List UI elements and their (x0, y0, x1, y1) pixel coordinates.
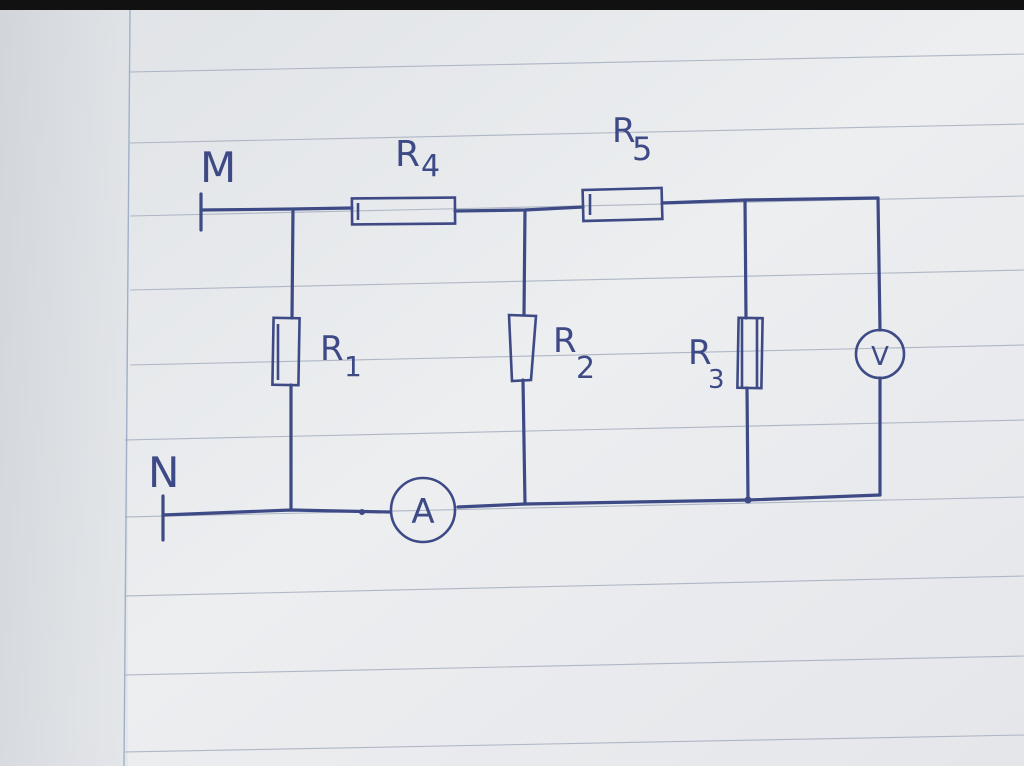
r4-subscript: 4 (421, 149, 440, 184)
wire-r3-top (743, 198, 748, 320)
r3-subscript: 3 (708, 365, 725, 395)
paper-background (0, 10, 1024, 766)
paper-left-shade (0, 10, 128, 766)
wire-r2-bottom (521, 378, 527, 506)
r1-subscript: 1 (344, 350, 362, 383)
r2-letter: R (553, 321, 577, 361)
r4-letter: R (395, 134, 420, 175)
resistor-r1 (271, 316, 301, 387)
r5-letter: R (612, 111, 636, 151)
terminal-m-label: M (200, 143, 236, 192)
resistor-r5 (581, 186, 664, 223)
ammeter-label: A (411, 492, 434, 532)
wire-r3-bottom (745, 386, 750, 502)
margin-line (123, 9, 131, 766)
label-r4: R 4 (395, 134, 440, 184)
label-r2: R 2 (553, 321, 595, 386)
wire-bottom-left (161, 508, 392, 517)
r2-subscript: 2 (576, 351, 595, 386)
junction-dot (744, 496, 752, 504)
voltmeter-circle (854, 328, 906, 380)
r3-letter: R (688, 333, 712, 373)
circuit-wires (161, 192, 882, 542)
top-dark-strip (0, 0, 1024, 12)
voltmeter-label: V (871, 342, 889, 372)
wire-r1-top (290, 207, 295, 320)
label-r3: R 3 (688, 333, 725, 395)
label-r1: R 1 (320, 329, 362, 383)
wire-v-top (876, 196, 882, 332)
wire-top-left (199, 206, 354, 212)
resistor-r2 (507, 313, 538, 383)
junction-dot (359, 509, 365, 515)
ammeter-circle (389, 476, 457, 544)
resistor-r4 (350, 196, 457, 226)
wire-r2-top (522, 208, 527, 317)
r1-letter: R (320, 329, 344, 369)
ammeter: A (389, 476, 457, 544)
label-r5: R 5 (612, 111, 652, 168)
terminal-n-label: N (148, 448, 179, 497)
wire-bottom-right (456, 493, 882, 509)
voltmeter: V (854, 328, 906, 380)
resistor-r3 (736, 316, 764, 390)
r5-subscript: 5 (632, 130, 652, 168)
